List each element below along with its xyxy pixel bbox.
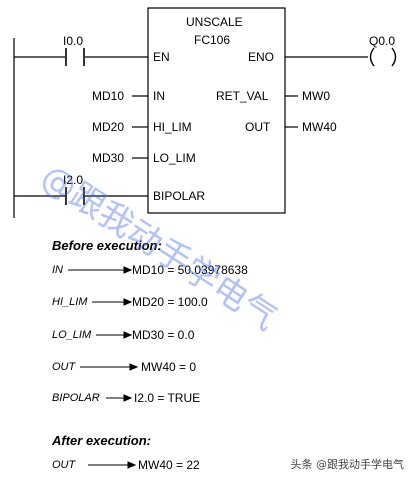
pin-in: IN — [153, 89, 165, 103]
pin-bipolar: BIPOLAR — [153, 189, 206, 203]
after-value-out: MW40 = 22 — [138, 458, 200, 472]
operand-md10: MD10 — [92, 89, 125, 103]
operand-md20: MD20 — [92, 120, 125, 134]
pin-eno: ENO — [248, 50, 275, 64]
before-label-out: OUT — [52, 361, 76, 373]
before-label-bipolar: BIPOLAR — [52, 392, 100, 404]
operand-mw0: MW0 — [302, 89, 330, 103]
before-heading: Before execution: — [52, 238, 162, 253]
block-id: FC106 — [194, 33, 231, 47]
before-value-out: MW40 = 0 — [141, 360, 197, 374]
footer-credit: 头条 @跟我动手学电气 — [290, 458, 405, 471]
pin-out: OUT — [245, 120, 271, 134]
coil-q00-label: Q0.0 — [369, 34, 396, 48]
pin-ret-val: RET_VAL — [216, 89, 269, 103]
function-block-box — [147, 7, 286, 214]
before-label-in: IN — [52, 264, 63, 276]
pin-hi-lim: HI_LIM — [153, 120, 192, 134]
contact-i20-label: I2.0 — [63, 173, 84, 187]
coil-right-arc — [391, 47, 397, 67]
before-label-hi-lim: HI_LIM — [52, 296, 88, 308]
pin-lo-lim: LO_LIM — [153, 151, 196, 165]
before-value-lo-lim: MD30 = 0.0 — [132, 328, 195, 342]
coil-left-arc — [369, 47, 375, 67]
before-value-bipolar: I2.0 = TRUE — [134, 391, 201, 405]
operand-mw40: MW40 — [302, 120, 337, 134]
contact-i00-label: I0.0 — [63, 34, 84, 48]
pin-en: EN — [153, 50, 170, 64]
after-heading: After execution: — [52, 433, 151, 448]
before-value-hi-lim: MD20 = 100.0 — [132, 295, 208, 309]
block-name: UNSCALE — [186, 15, 243, 29]
operand-md30: MD30 — [92, 151, 125, 165]
after-label-out: OUT — [52, 459, 76, 471]
before-value-in: MD10 = 50.03978638 — [132, 263, 248, 277]
before-label-lo-lim: LO_LIM — [52, 329, 92, 341]
